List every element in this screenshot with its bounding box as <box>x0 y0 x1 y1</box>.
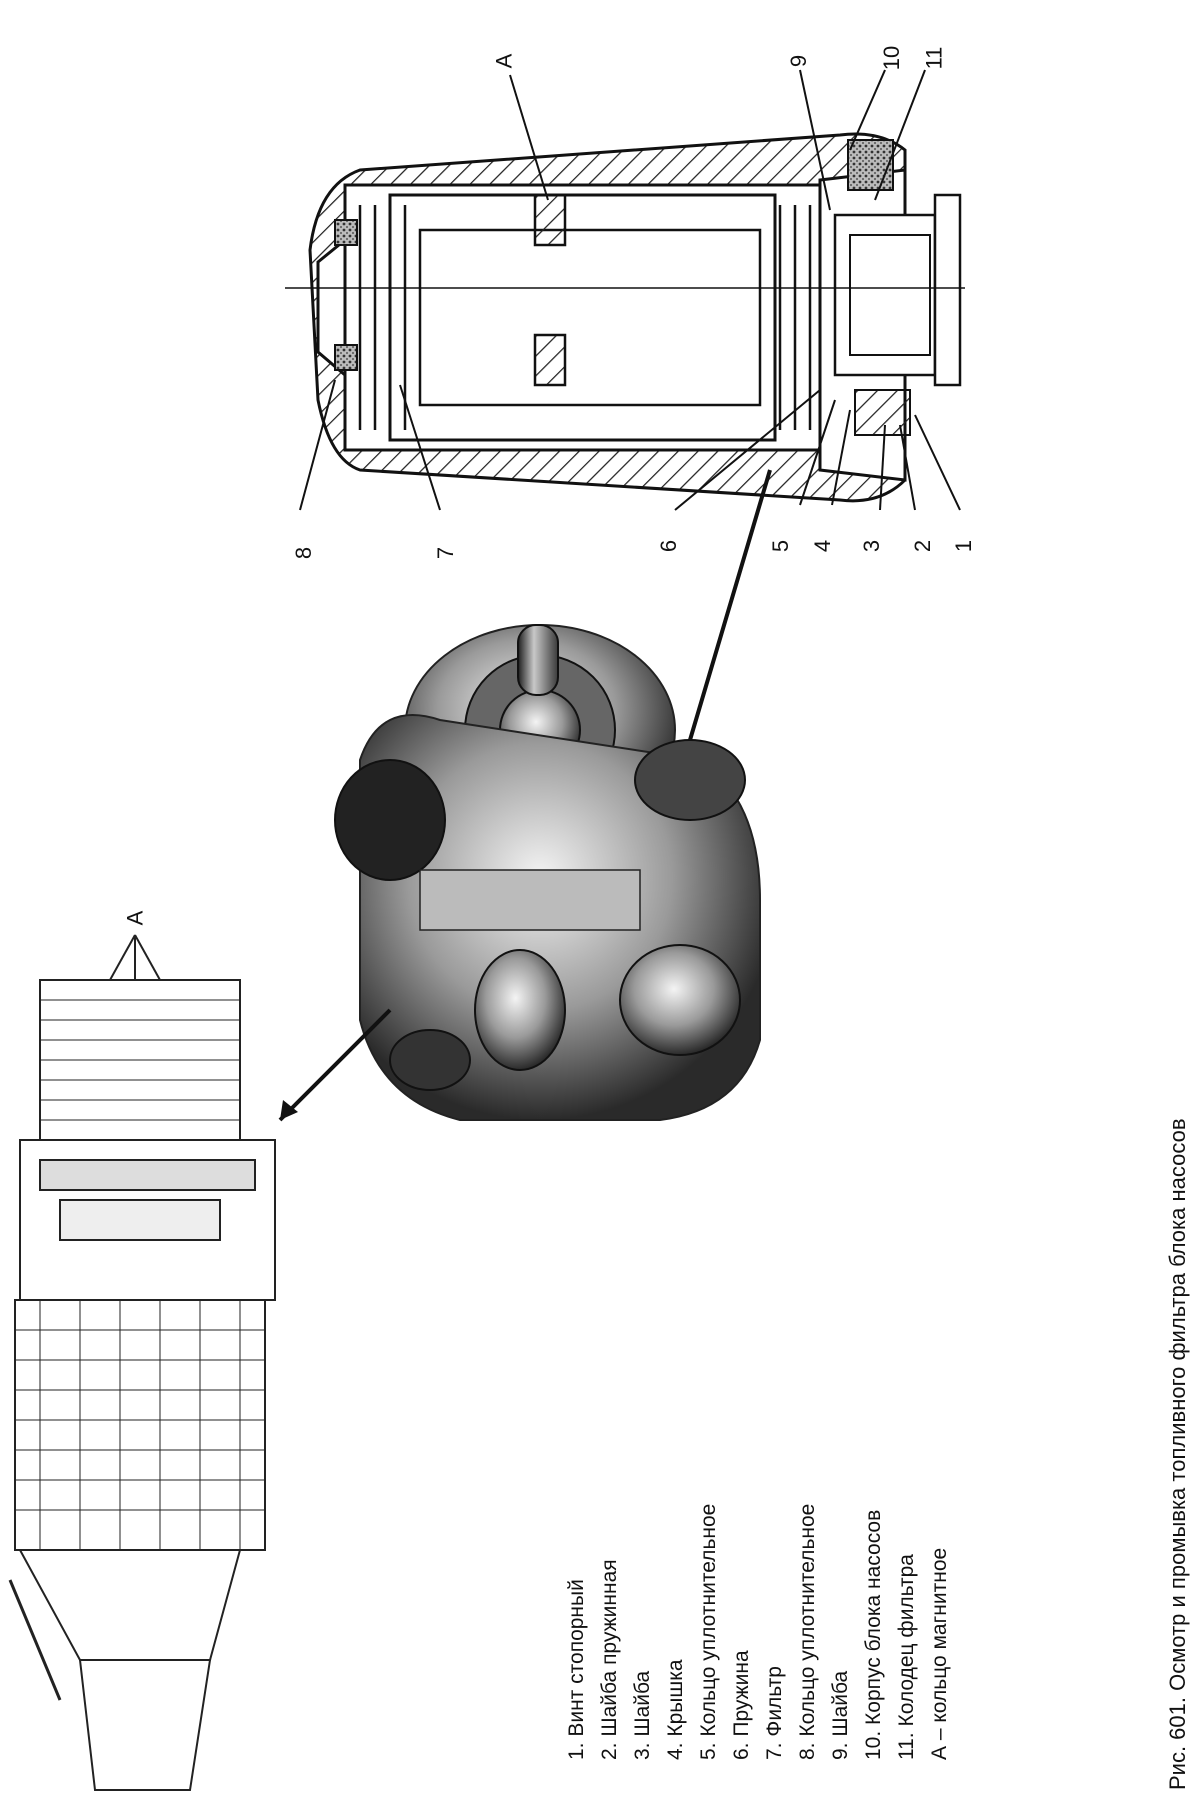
legend-item-9: 9. Шайба <box>829 1670 852 1760</box>
callout-5: 5 <box>768 539 794 553</box>
legend-item-5: 5. Кольцо уплотнительное <box>697 1503 720 1760</box>
callout-7: 7 <box>433 546 459 560</box>
legend-item-6: 6. Пружина <box>730 1650 753 1760</box>
legend-item-4: 4. Крышка <box>664 1659 687 1760</box>
lock-screw <box>854 389 911 436</box>
callout-8: 8 <box>291 546 317 560</box>
legend-item-3: 3. Шайба <box>631 1670 654 1760</box>
callout-11: 11 <box>921 46 947 70</box>
callout-4: 4 <box>810 539 836 553</box>
callout-9: 9 <box>786 54 812 68</box>
legend-item-1: 1. Винт стопорный <box>565 1579 588 1760</box>
leader-lines <box>299 69 961 511</box>
legend-item-7: 7. Фильтр <box>763 1666 786 1760</box>
pump-pointer <box>278 1008 392 1122</box>
magnetic-ring <box>533 193 567 247</box>
callout-A-engine: А <box>122 910 148 926</box>
callout-1: 1 <box>951 539 977 553</box>
filter-cross-section <box>285 69 965 511</box>
callout-6: 6 <box>656 539 682 553</box>
engine-illustration <box>8 934 276 1791</box>
legend-item-2: 2. Шайба пружинная <box>598 1559 621 1760</box>
callout-3: 3 <box>859 539 885 553</box>
section-pointer <box>688 469 772 741</box>
spring-coils <box>358 205 812 430</box>
legend-item-11: 11. Колодец фильтра <box>895 1554 918 1760</box>
legend-item-10: 10. Корпус блока насосов <box>862 1509 885 1760</box>
callout-A-section: А <box>491 53 517 69</box>
legend-item-A: А – кольцо магнитное <box>928 1547 951 1760</box>
seal-ring-8 <box>334 219 358 246</box>
legend-item-8: 8. Кольцо уплотнительное <box>796 1503 819 1760</box>
pump-housing-seal <box>847 139 894 191</box>
pump-block-illustration <box>334 624 761 1121</box>
callout-10: 10 <box>879 45 905 71</box>
pump-shaft <box>517 624 559 696</box>
callout-2: 2 <box>910 539 936 553</box>
figure-caption: Рис. 601. Осмотр и промывка топливного ф… <box>1165 1118 1190 1790</box>
